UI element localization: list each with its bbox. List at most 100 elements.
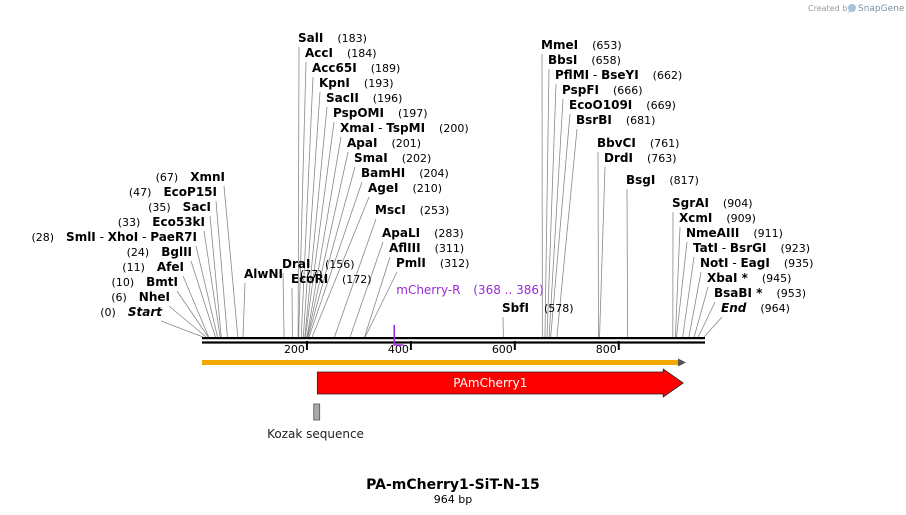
orf-arrow[interactable] (202, 358, 686, 367)
site-name: Start (128, 305, 163, 319)
site-leader (693, 286, 709, 338)
site-leader (282, 272, 285, 338)
site-leader (307, 166, 356, 338)
snapgene-logo-icon (848, 4, 856, 12)
site-bsabi[interactable]: BsaBI *(953) (714, 286, 806, 300)
site-leader (300, 76, 314, 338)
site-name: ApaLI (382, 226, 420, 240)
site-position: (189) (371, 62, 401, 75)
site-end[interactable]: End(964) (721, 301, 790, 315)
site-position: (33) (118, 216, 141, 229)
site-mmei[interactable]: MmeI(653) (541, 38, 622, 52)
site-name: BbsI (548, 53, 577, 67)
site-bsgi[interactable]: BsgI(817) (626, 173, 699, 187)
site-bsrbi[interactable]: BsrBI(681) (576, 113, 655, 127)
site-drdi[interactable]: DrdI(763) (604, 151, 677, 165)
site-position: (210) (412, 182, 442, 195)
site-eco53ki[interactable]: Eco53kI (33) (118, 215, 205, 229)
site-sacii[interactable]: SacII(196) (326, 91, 402, 105)
site-tati-bsrgi[interactable]: TatI - BsrGI (923) (693, 241, 810, 255)
site-afei[interactable]: AfeI(11) (122, 260, 184, 274)
site-position: (817) (669, 174, 699, 187)
site-ecori[interactable]: EcoRI(172) (291, 272, 372, 286)
site-apai[interactable]: ApaI(201) (347, 136, 421, 150)
site-noti-eagi[interactable]: NotI - EagI(935) (700, 256, 813, 270)
site-acci[interactable]: AccI(184) (305, 46, 377, 60)
site-ecoo109i[interactable]: EcoO109I(669) (569, 98, 676, 112)
site-pmli[interactable]: PmlI(312) (396, 256, 469, 270)
site-smli-xhoi-paer7i[interactable]: SmlI - XhoI - PaeR7I(28) (31, 230, 197, 244)
site-leader (195, 245, 218, 338)
site-name: BmtI (146, 275, 178, 289)
site-name: TatI - BsrGI (693, 241, 766, 255)
site-name: BglII (161, 245, 192, 259)
site-position: (909) (726, 212, 756, 225)
site-start[interactable]: Start (0) (100, 305, 163, 319)
site-name: XmaI - TspMI (340, 121, 425, 135)
site-leader (215, 200, 228, 338)
site-leader (168, 305, 207, 338)
site-xbai[interactable]: XbaI *(945) (707, 271, 791, 285)
site-apali[interactable]: ApaLI (283) (382, 226, 464, 240)
sequence-backbone (202, 337, 705, 344)
site-saci[interactable]: SacI(35) (148, 200, 211, 214)
site-sali[interactable]: SalI(183) (298, 31, 367, 45)
site-position: (0) (100, 306, 116, 319)
site-leader (364, 271, 398, 338)
site-position: (10) (112, 276, 135, 289)
site-agei[interactable]: AgeI(210) (368, 181, 442, 195)
site-nhei[interactable]: NheI(6) (111, 290, 170, 304)
site-sgrai[interactable]: SgrAI(904) (672, 196, 753, 210)
site-pflmi-bseyi[interactable]: PflMI - BseYI(662) (555, 68, 682, 82)
site-alwni[interactable]: AlwNI(77) (244, 267, 323, 281)
site-position: (653) (592, 39, 622, 52)
site-leader (308, 181, 363, 338)
site-pspomi[interactable]: PspOMI(197) (333, 106, 428, 120)
site-name: BamHI (361, 166, 405, 180)
site-ecop15i[interactable]: EcoP15I(47) (129, 185, 217, 199)
site-leader (676, 241, 688, 338)
site-position: (253) (420, 204, 450, 217)
site-bbvci[interactable]: BbvCI(761) (597, 136, 679, 150)
site-sbfi[interactable]: SbfI(578) (502, 301, 574, 315)
site-bamhi[interactable]: BamHI(204) (361, 166, 449, 180)
site-xcmi[interactable]: XcmI(909) (679, 211, 756, 225)
site-position: (923) (780, 242, 810, 255)
ruler-tick-label: 200 (284, 343, 305, 356)
site-leader (544, 68, 550, 338)
site-bmti[interactable]: BmtI (10) (112, 275, 178, 289)
site-msci[interactable]: MscI (253) (375, 203, 449, 217)
site-leader (546, 83, 557, 338)
site-name: PspFI (562, 83, 599, 97)
created-by-text: Created by (808, 4, 852, 13)
site-leader-lines (160, 46, 723, 338)
site-nmeaiii[interactable]: NmeAIII(911) (686, 226, 783, 240)
site-kpni[interactable]: KpnI(193) (319, 76, 394, 90)
site-leader (688, 271, 702, 338)
site-position: (11) (122, 261, 145, 274)
site-xmai-tspmi[interactable]: XmaI - TspMI(200) (340, 121, 469, 135)
site-position: (761) (650, 137, 680, 150)
site-bglii[interactable]: BglII(24) (127, 245, 192, 259)
site-afliii[interactable]: AflIII(311) (389, 241, 464, 255)
site-acc65i[interactable]: Acc65I(189) (312, 61, 400, 75)
site-bbsi[interactable]: BbsI(658) (548, 53, 621, 67)
site-smai[interactable]: SmaI(202) (354, 151, 431, 165)
site-position: (904) (723, 197, 753, 210)
site-xmni[interactable]: XmnI(67) (156, 170, 225, 184)
site-name: MscI (375, 203, 406, 217)
site-position: (193) (364, 77, 394, 90)
site-pspfi[interactable]: PspFI(666) (562, 83, 643, 97)
site-leader (364, 256, 391, 338)
site-position: (67) (156, 171, 179, 184)
site-position: (201) (391, 137, 421, 150)
site-name: SalI (298, 31, 323, 45)
site-position: (283) (434, 227, 464, 240)
snapgene-watermark: Created by SnapGene (808, 4, 905, 14)
site-name: Eco53kI (152, 215, 205, 229)
site-name: EcoP15I (163, 185, 217, 199)
site-leader (209, 215, 222, 338)
primer-label: mCherry-R (396, 283, 460, 297)
site-drai[interactable]: DraI(156) (282, 257, 355, 271)
